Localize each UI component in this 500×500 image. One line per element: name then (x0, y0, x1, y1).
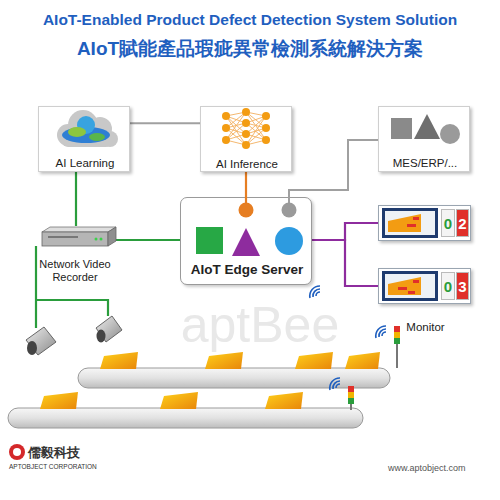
connector-line (312, 223, 378, 240)
signal-light (394, 338, 400, 344)
wifi-symbol (310, 286, 320, 298)
device-top (42, 227, 116, 232)
logo-mark (13, 448, 21, 456)
monitor-box: 02 (378, 205, 471, 241)
signal-light (394, 332, 400, 338)
tower-pole (396, 344, 398, 368)
watermark: aptBee (140, 296, 380, 354)
connector-line (130, 122, 200, 124)
tower-pole (350, 404, 352, 410)
logo-mark (9, 444, 25, 460)
subtitle-text: AIoT賦能產品瑕疵異常檢測系統解決方案 (0, 36, 500, 62)
recorder-node: Network Video Recorder (35, 226, 115, 286)
camera-lens (97, 330, 106, 343)
product (40, 392, 78, 409)
title-text: AIoT-Enabled Product Defect Detection Sy… (0, 11, 500, 29)
camera-lens (27, 341, 37, 355)
node-text: MES/ERP/... (379, 157, 471, 169)
device-slot (48, 236, 78, 238)
conveyor-belt (78, 368, 390, 388)
node-text: AI Inference (201, 158, 293, 170)
product (265, 392, 303, 409)
inference-box: AI Inference (200, 106, 292, 172)
node-text: Monitor (379, 321, 472, 333)
product (160, 392, 198, 409)
connector-line (115, 239, 180, 241)
website: www.aptobject.com (388, 463, 466, 473)
status-led (100, 238, 103, 241)
wifi-symbol (330, 378, 340, 390)
node-text: Network Video Recorder (35, 258, 115, 284)
server-box: AIoT Edge Server (180, 197, 312, 285)
signal-light (394, 326, 400, 332)
product (100, 352, 138, 369)
product (345, 352, 380, 369)
monitor-box: 03Monitor (378, 268, 471, 304)
node-text: 2 (456, 209, 469, 237)
connector-line (245, 172, 247, 197)
node-text: 0 (441, 272, 455, 300)
status-led (95, 238, 98, 241)
node-text: 0 (441, 209, 455, 237)
product (295, 352, 333, 369)
connector-line (312, 240, 378, 286)
node-text: AIoT Edge Server (181, 262, 313, 277)
device-side (108, 227, 116, 246)
signal-light (348, 386, 354, 392)
system-box: MES/ERP/... (378, 106, 470, 172)
nvr-device (42, 227, 116, 246)
company-name: 儒毅科技 (28, 444, 80, 462)
conveyor-belt (8, 408, 363, 428)
cloud-box: AI Learning (38, 106, 130, 172)
signal-light (348, 398, 354, 404)
signal-light (348, 392, 354, 398)
node-text: 3 (456, 272, 469, 300)
connector-line (75, 172, 77, 226)
camera (96, 316, 122, 342)
wifi-symbol (376, 326, 386, 338)
camera (26, 327, 56, 355)
product (205, 352, 243, 369)
device-front (42, 232, 108, 246)
node-text: AI Learning (39, 157, 131, 169)
connector-line (289, 140, 378, 197)
company-name-en: APTOBJECT CORPORATION (9, 463, 97, 470)
